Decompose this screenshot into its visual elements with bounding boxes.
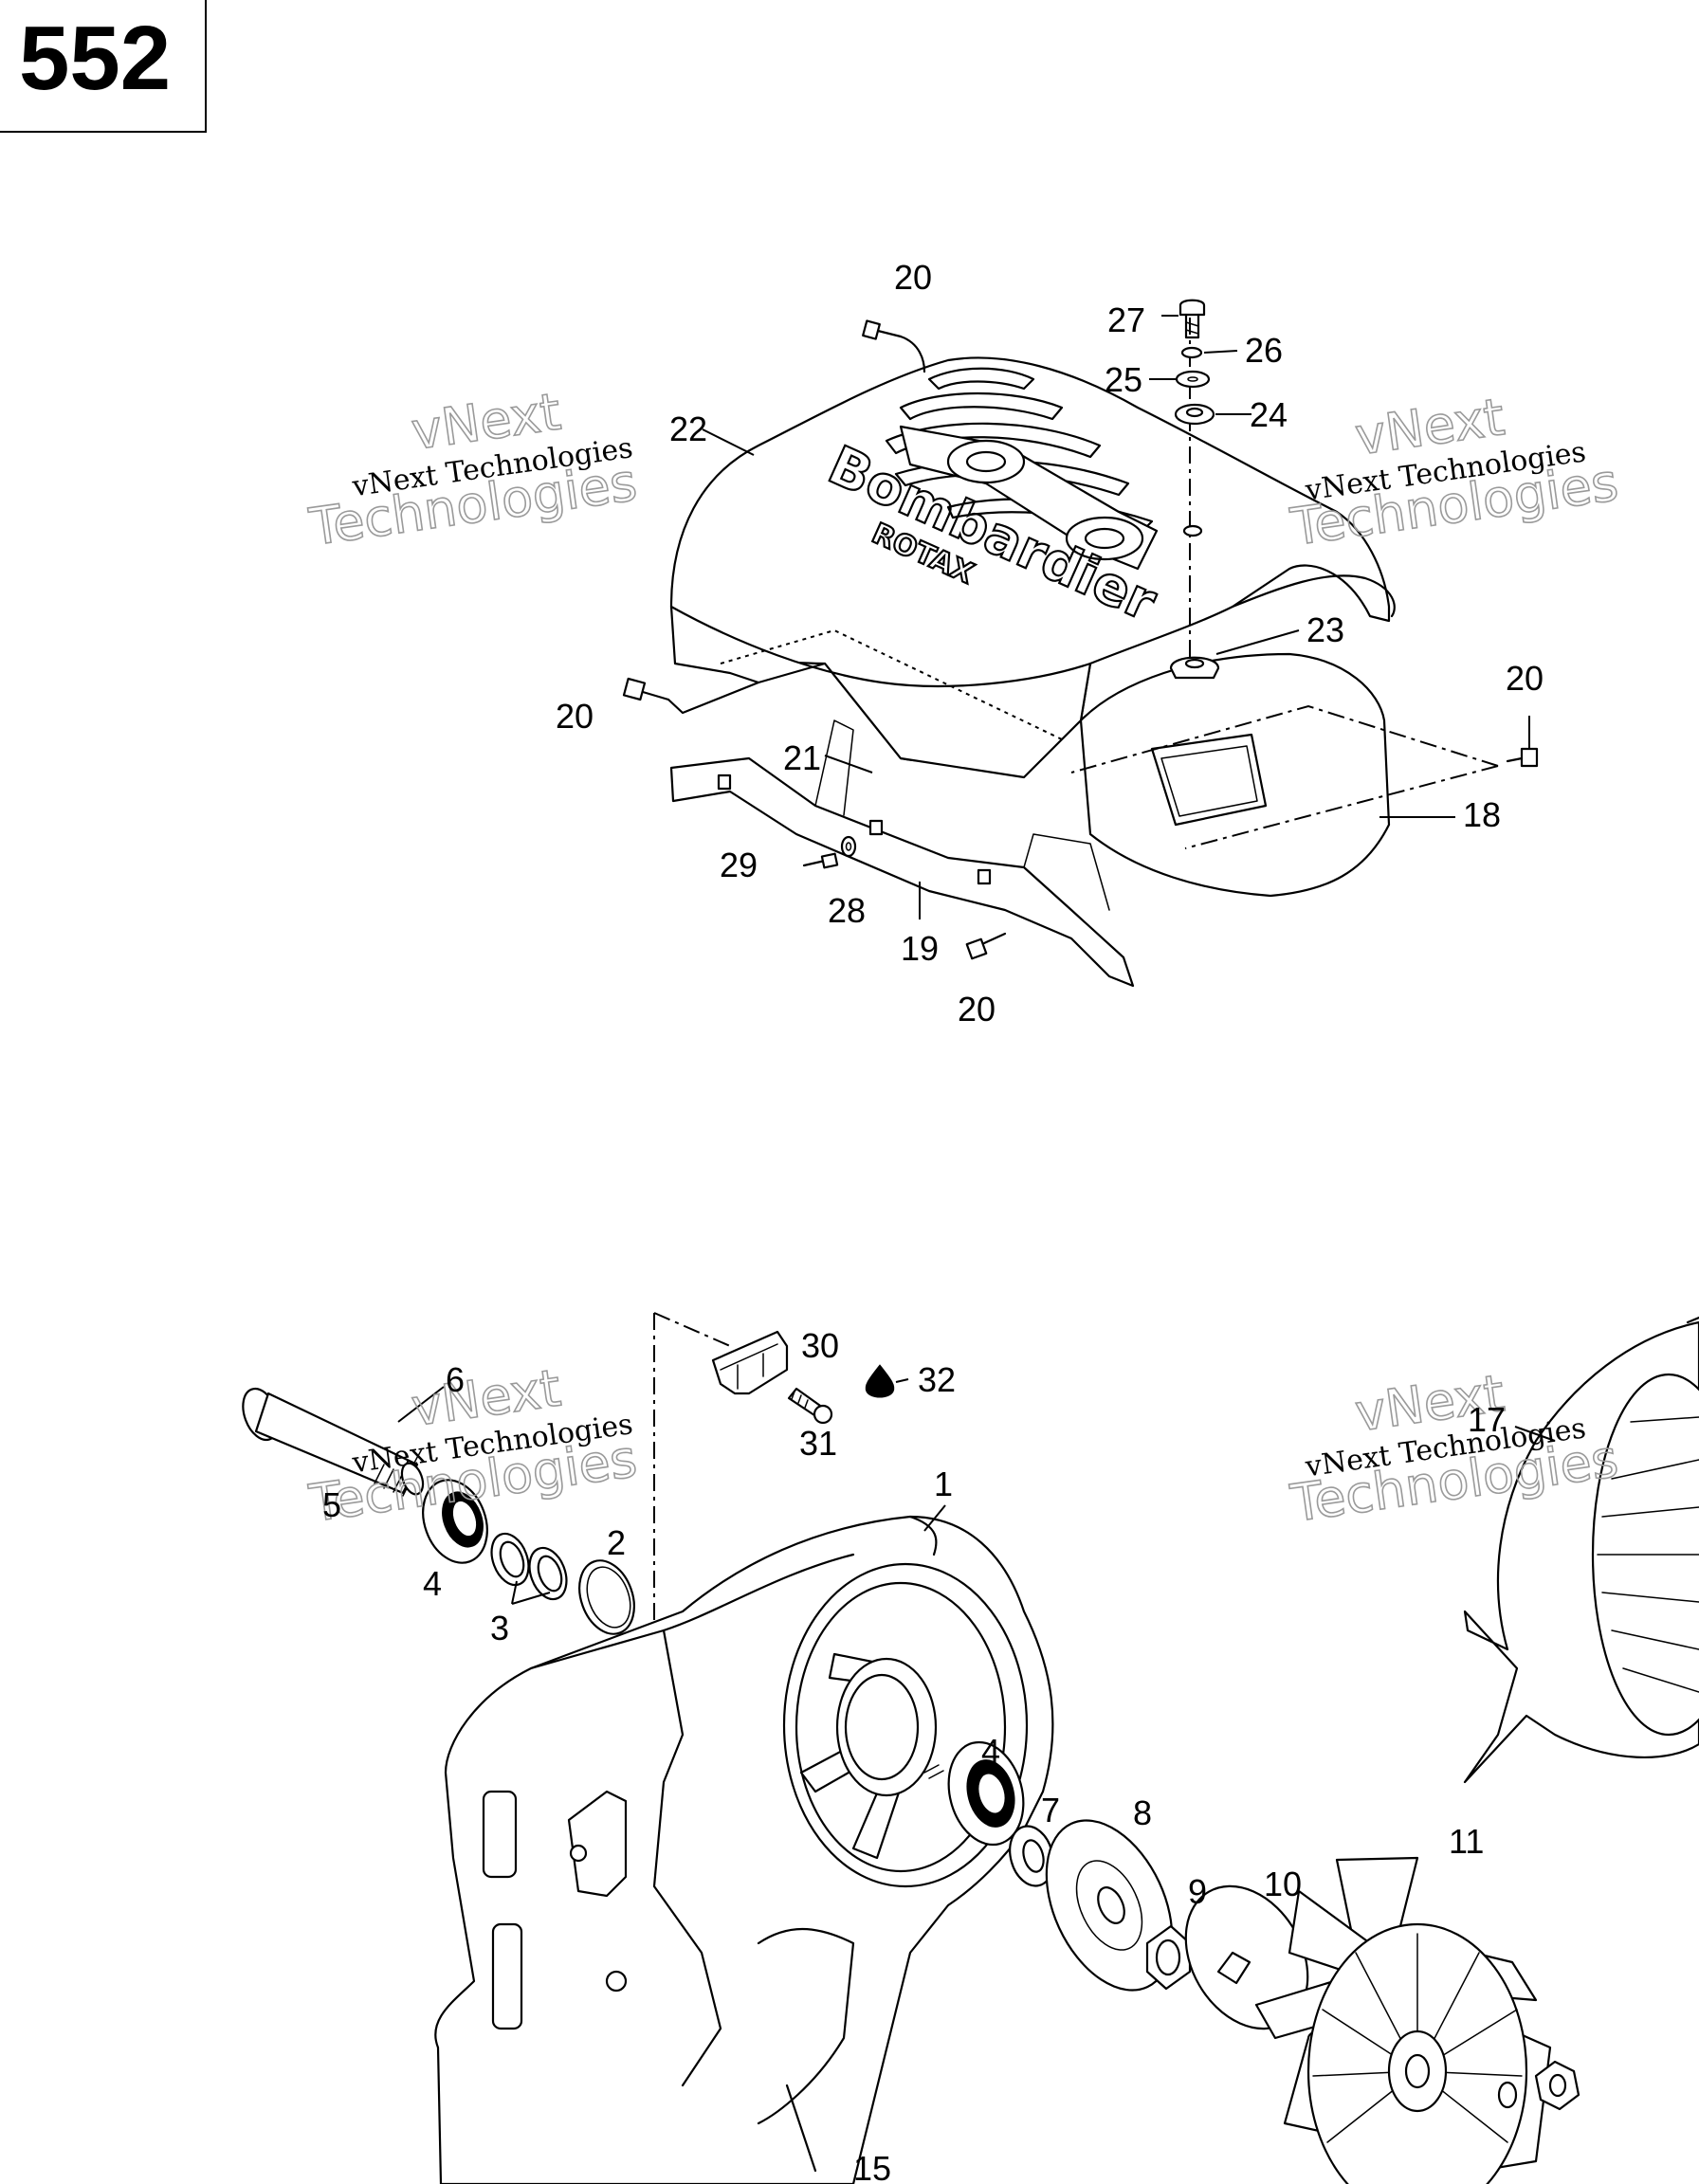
housing-window-1 <box>482 1790 518 1879</box>
callout-20: 20 <box>1506 659 1544 698</box>
fan-cover-side <box>669 605 1092 779</box>
screw-29 <box>802 852 839 869</box>
page-number-box: 552 <box>0 0 207 133</box>
fan-washer <box>1497 2081 1518 2109</box>
cover-hole <box>1182 524 1203 537</box>
washer-28 <box>840 835 857 858</box>
callout-2: 2 <box>607 1523 626 1562</box>
shim-3 <box>490 1532 568 1601</box>
cover-spider-bracket <box>899 425 1159 571</box>
bolt-27 <box>1178 299 1206 339</box>
callout-30: 30 <box>801 1326 839 1365</box>
screw-20-bottom <box>965 932 1007 960</box>
screw-20-top <box>862 319 926 373</box>
bearing-4-left <box>422 1479 488 1564</box>
callout-20: 20 <box>894 258 932 297</box>
callout-4: 4 <box>981 1732 1000 1771</box>
callout-27: 27 <box>1107 300 1145 339</box>
callout-18: 18 <box>1463 795 1501 834</box>
callout-5: 5 <box>322 1485 341 1524</box>
callout-3: 3 <box>490 1609 509 1647</box>
callout-25: 25 <box>1105 360 1142 399</box>
callout-17: 17 <box>1468 1400 1506 1439</box>
callout-10: 10 <box>1264 1865 1302 1903</box>
screw-31 <box>787 1387 833 1425</box>
callout-7: 7 <box>1041 1791 1060 1829</box>
callout-1: 1 <box>934 1465 953 1503</box>
callout-32: 32 <box>918 1360 956 1399</box>
pulley-half-8 <box>1045 1819 1174 1992</box>
washer-25 <box>1175 370 1211 389</box>
callout-4: 4 <box>423 1564 442 1603</box>
grommet-24 <box>1174 403 1215 426</box>
fan-cover-17 <box>1463 1316 1699 1784</box>
callout-9: 9 <box>1188 1872 1207 1911</box>
clip-30 <box>711 1330 789 1395</box>
callout-24: 24 <box>1250 395 1288 434</box>
callout-20: 20 <box>958 990 996 1028</box>
threadlock-drop-32 <box>865 1364 895 1398</box>
callout-8: 8 <box>1133 1793 1152 1832</box>
callout-11: 11 <box>1449 1822 1484 1861</box>
fan-11 <box>1254 1856 1552 2184</box>
shroud-curl <box>1231 574 1396 618</box>
bearing-4-right <box>947 1740 1025 1847</box>
callout-labels: 20 27 26 25 24 22 23 20 20 21 18 29 28 1… <box>322 258 1544 2184</box>
spacer-9 <box>1145 1924 1192 1991</box>
lower-fan-housing-assembly <box>242 1312 1699 2184</box>
callout-6: 6 <box>446 1360 465 1399</box>
fan-nut <box>1534 2060 1580 2111</box>
watermark-right-top: vNext vNext Technologies Technologies <box>1286 386 1622 557</box>
callout-20: 20 <box>556 697 594 736</box>
callout-26: 26 <box>1245 331 1283 370</box>
shaft-5 <box>242 1387 425 1497</box>
watermark-left-top: vNext vNext Technologies Technologies <box>304 381 641 558</box>
callout-31: 31 <box>799 1424 837 1463</box>
callout-22: 22 <box>669 410 707 448</box>
page-number: 552 <box>19 8 172 109</box>
screw-20-left <box>622 677 760 715</box>
screw-20-right <box>1506 747 1539 768</box>
upper-fan-cover-assembly: Bombardier ROTAX <box>622 299 1539 988</box>
callout-19: 19 <box>901 929 939 968</box>
callout-15: 15 <box>853 2149 891 2184</box>
callout-28: 28 <box>828 891 866 930</box>
callout-29: 29 <box>720 846 758 884</box>
circlip-2 <box>578 1559 635 1635</box>
shroud-vent-window <box>1150 733 1268 827</box>
callout-21: 21 <box>783 738 821 777</box>
grommet-23 <box>1169 656 1220 680</box>
housing-window-2 <box>491 1922 523 2030</box>
callout-23: 23 <box>1306 610 1344 649</box>
washer-26 <box>1180 346 1203 359</box>
housing-hub-ring <box>835 1657 938 1797</box>
